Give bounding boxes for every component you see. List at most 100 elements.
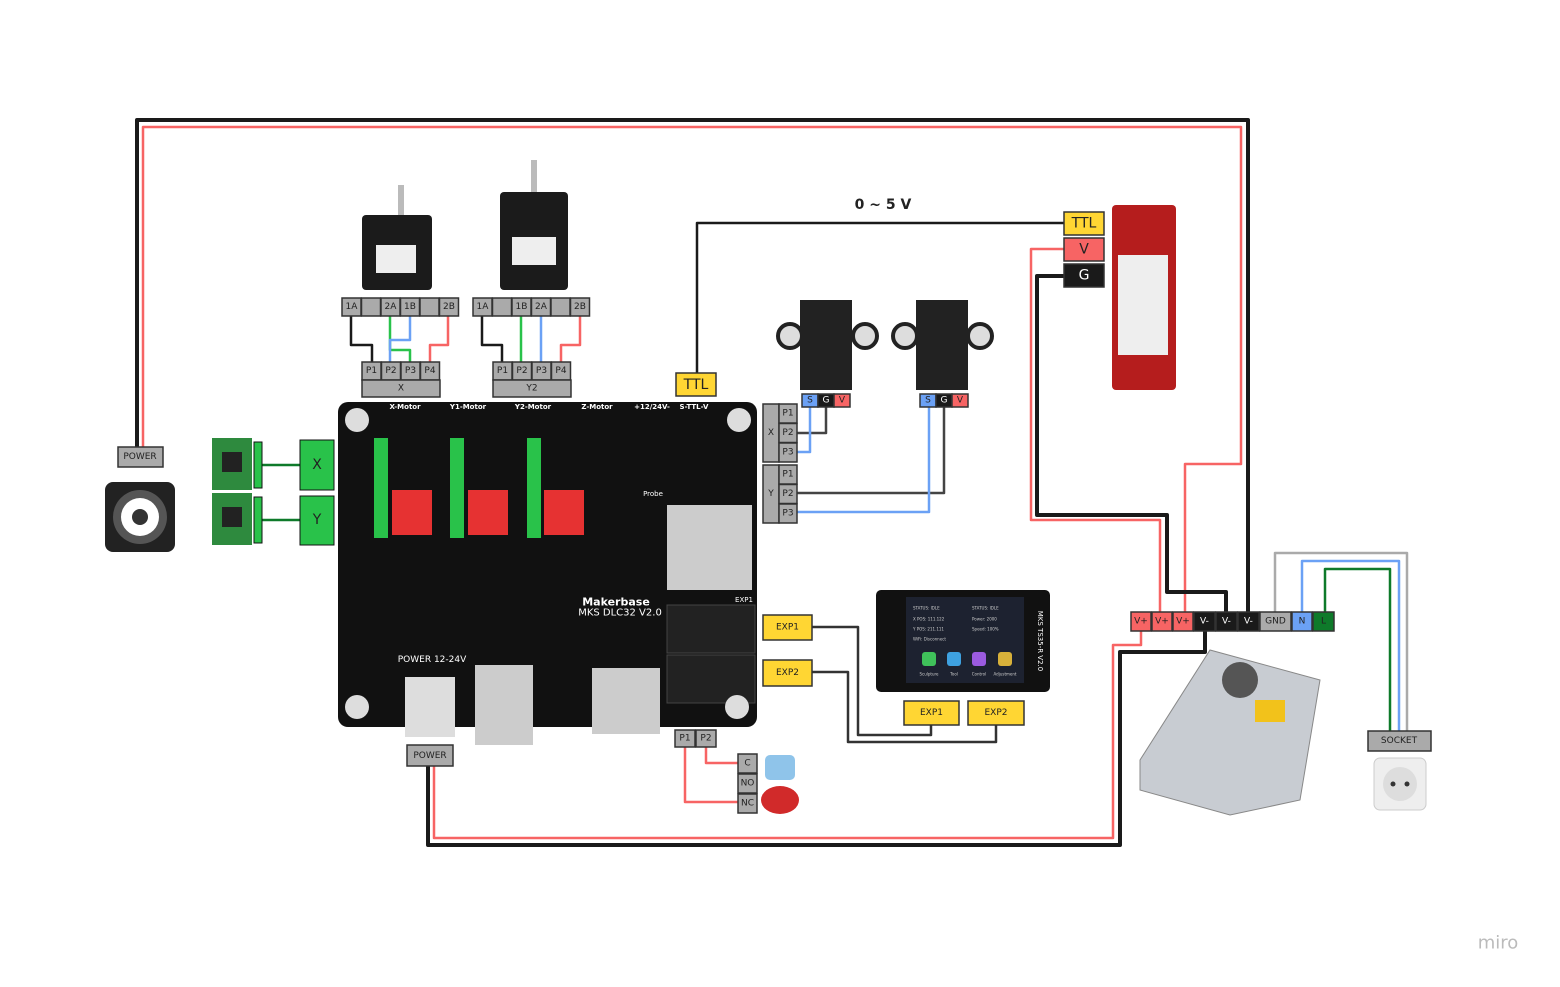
board-exp1-label: EXP1	[776, 623, 799, 633]
wire-n	[1300, 559, 1401, 731]
board-ttl-label: TTL	[683, 377, 709, 393]
display-status-text: Y POS: 211.111	[912, 627, 944, 632]
endstop-switch-pin: V	[957, 396, 964, 406]
display-button-label: Control	[972, 672, 986, 677]
endstop-switch-pin: G	[823, 396, 830, 406]
display-button-label: Sculpture	[919, 672, 939, 677]
endstop-port-pin: P2	[782, 428, 793, 438]
motor-board-pin: P3	[405, 366, 416, 376]
psu-terminal-box	[1312, 611, 1335, 632]
estop-switch-pin: NC	[741, 799, 754, 809]
display-button-icon	[922, 652, 936, 666]
motor-board-pin: P1	[366, 366, 377, 376]
board-header-label: +12/24V-	[634, 403, 670, 411]
board-header-label: Z-Motor	[581, 403, 613, 411]
psu-terminal: V+	[1176, 617, 1190, 627]
board-header-label: S-TTL-V	[680, 403, 709, 411]
laser-pin: G	[1079, 268, 1090, 284]
power-supply	[1139, 649, 1321, 816]
psu-terminal: GND	[1265, 617, 1286, 627]
endstop-port-name: X	[768, 428, 774, 438]
endstop-port-pin: P1	[782, 470, 793, 480]
display-button-icon	[947, 652, 961, 666]
laser-module	[1112, 205, 1176, 390]
motor-pin-box	[419, 297, 440, 317]
motor-board-pin: P2	[516, 366, 527, 376]
endstop-switch-pin: G	[941, 396, 948, 406]
laser-pin: V	[1079, 242, 1089, 258]
motor-pin-box	[550, 297, 571, 317]
endstop-port-pin-box	[778, 503, 798, 524]
laser-pin-box	[1063, 211, 1105, 236]
laser-pin-box	[1063, 237, 1105, 262]
stepper-motor-x	[362, 185, 432, 290]
psu-terminal-box	[1172, 611, 1194, 632]
display-model: MKS TS35-R V2.0	[1036, 611, 1044, 671]
motor-connector-name: X	[398, 384, 404, 394]
mks-dlc32-board	[338, 402, 757, 745]
motor-pin: 1B	[404, 302, 416, 312]
psu-terminal-box	[1193, 611, 1216, 632]
voltage-label: 0 ~ 5 V	[855, 197, 912, 213]
endstop-switches	[776, 300, 994, 390]
board-header-label: Y2-Motor	[514, 403, 552, 411]
psu-terminal: V+	[1155, 617, 1169, 627]
motor-board-pin: P3	[536, 366, 547, 376]
psu-terminal: N	[1299, 617, 1306, 627]
endstop-port-pin: P1	[782, 409, 793, 419]
display-exp1-label-box	[903, 700, 960, 726]
display-exp2-label: EXP2	[984, 708, 1007, 718]
board-probe-label: Probe	[643, 490, 663, 498]
estop-switch-pin: C	[744, 759, 750, 769]
psu-terminal: V+	[1134, 617, 1148, 627]
motor-pin-box	[491, 297, 513, 317]
driver-y-label: Y	[312, 512, 322, 528]
psu-terminal: V-	[1244, 617, 1253, 627]
motor-pin: 1A	[346, 302, 359, 312]
estop-board-pin: P2	[700, 734, 711, 744]
board-header-label: X-Motor	[389, 403, 421, 411]
motor-pin-box	[438, 297, 460, 317]
psu-terminal-box	[1215, 611, 1238, 632]
display-button-icon	[998, 652, 1012, 666]
fan	[105, 482, 175, 552]
estop-board-pin-box	[674, 729, 696, 748]
display-exp1-label: EXP1	[920, 708, 943, 718]
wire-main-black	[135, 118, 1250, 613]
display-status-text: STATUS: IDLE	[972, 606, 999, 611]
psu-terminal: V-	[1222, 617, 1231, 627]
miro-watermark: miro	[1478, 933, 1519, 954]
psu-terminal-box	[1151, 611, 1173, 632]
wall-socket	[1373, 757, 1427, 811]
board-model: MKS DLC32 V2.0	[578, 608, 662, 619]
motor-pin: 2B	[443, 302, 455, 312]
psu-terminal-box	[1237, 611, 1260, 632]
endstop-port-pin: P3	[782, 448, 793, 458]
psu-terminal-box	[1130, 611, 1152, 632]
wire-gnd	[1273, 551, 1409, 731]
motor-pin-box	[569, 297, 591, 317]
board-power-label: POWER	[413, 751, 446, 761]
wire-laser-v	[1029, 247, 1162, 613]
estop-switch-pin-box	[737, 753, 758, 774]
motor-pin: 2A	[385, 302, 398, 312]
display-status-text: Speed: 100%	[972, 627, 999, 632]
display-button-label: Adjustment	[994, 672, 1017, 677]
motor-pin: 2B	[574, 302, 586, 312]
display-exp2-label-box	[967, 700, 1025, 726]
display-button-label: Tool	[949, 672, 958, 677]
wire-main-red	[141, 125, 1243, 613]
motor-board-pin: P4	[555, 366, 566, 376]
motor-board-pin: P4	[424, 366, 435, 376]
endstop-port-pin: P3	[782, 509, 793, 519]
wire-laser-g	[1035, 274, 1228, 613]
psu-terminal-box	[1291, 611, 1313, 632]
display-status-text: X POS: 111.122	[913, 617, 945, 622]
stepper-motor-y2	[500, 160, 568, 290]
wire-l	[1323, 567, 1392, 731]
psu-terminal-box	[1259, 611, 1292, 632]
motor-pin: 1B	[516, 302, 528, 312]
estop-board-pin-box	[695, 729, 717, 748]
estop-switch-pin-box	[737, 793, 758, 814]
endstop-switch-pin-box	[951, 393, 969, 408]
